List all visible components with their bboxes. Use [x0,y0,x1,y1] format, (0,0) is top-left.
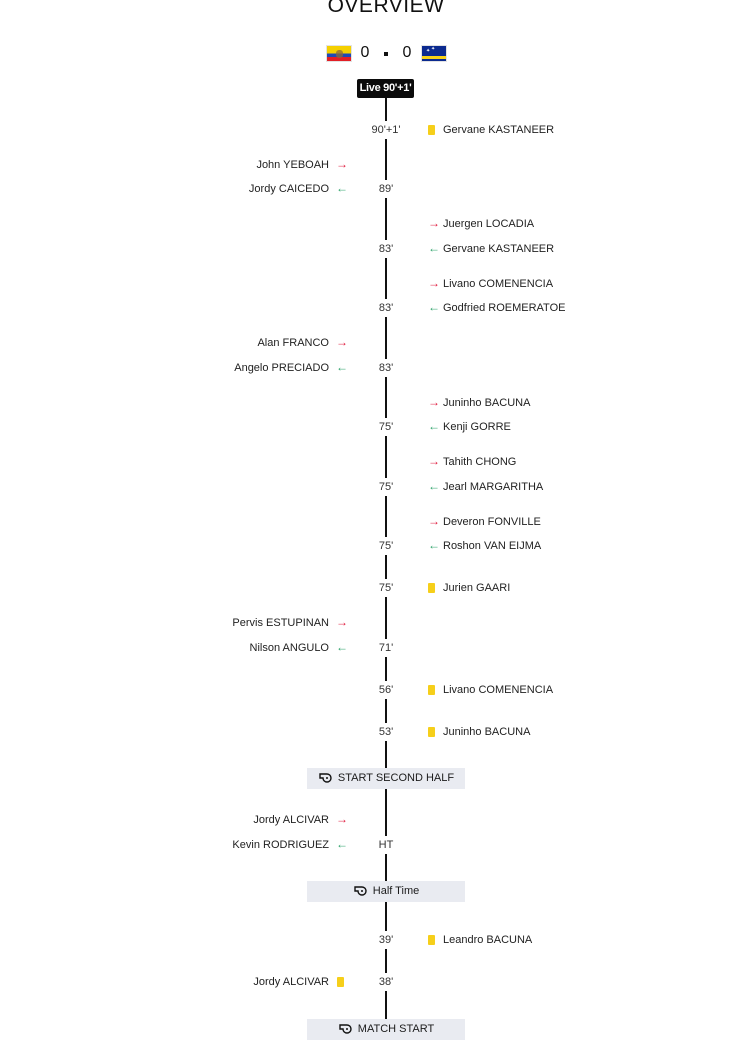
period-label: MATCH START [357,1023,435,1035]
arrow-left-icon: ← [336,360,348,374]
event-player: Juninho BACUNA [443,726,531,738]
event-minute: 39' [366,931,406,949]
sub-in-player: Tahith CHONG [443,456,517,468]
ecuador-flag-icon [326,45,352,62]
sub-in-player: Juninho BACUNA [443,397,531,409]
timeline-line [385,902,387,1019]
sub-in-player: Deveron FONVILLE [443,516,541,528]
sub-in-player: Livano COMENENCIA [443,278,554,290]
arrow-right-icon: → [428,514,440,528]
arrow-left-icon: ← [428,419,440,433]
sub-out-player: Kevin RODRIGUEZ [232,839,329,851]
yellow-card-icon [428,727,435,737]
arrow-right-icon: → [336,812,348,826]
sub-out-player: Angelo PRECIADO [234,362,329,374]
sub-out-player: Kenji GORRE [443,421,511,433]
event-minute: 71' [366,639,406,657]
yellow-card-icon [428,935,435,945]
arrow-left-icon: ← [428,479,440,493]
sub-in-player: Jordy ALCIVAR [253,814,329,826]
sub-in-player: John YEBOAH [256,159,329,171]
event-minute: 53' [366,723,406,741]
event-minute: 75' [366,579,406,597]
sub-in-player: Juergen LOCADIA [443,218,535,230]
event-minute: 83' [366,240,406,258]
arrow-left-icon: ← [336,181,348,195]
event-minute: 75' [366,478,406,496]
arrow-left-icon: ← [336,837,348,851]
arrow-right-icon: → [336,157,348,171]
arrow-right-icon: → [336,615,348,629]
event-minute: 83' [366,359,406,377]
arrow-right-icon: → [336,335,348,349]
event-player: Jordy ALCIVAR [253,976,329,988]
arrow-right-icon: → [428,395,440,409]
event-player: Livano COMENENCIA [443,684,554,696]
period-label: Half Time [372,885,420,897]
arrow-right-icon: → [428,216,440,230]
event-player: Jurien GAARI [443,582,511,594]
live-status-badge: Live 90'+1' [357,79,414,98]
period-match-start: MATCH START [307,1019,465,1040]
sub-out-player: Gervane KASTANEER [443,243,555,255]
event-minute: 38' [366,973,406,991]
arrow-left-icon: ← [428,241,440,255]
sub-in-player: Pervis ESTUPINAN [232,617,329,629]
page-title: OVERVIEW [327,0,445,17]
sub-out-player: Jordy CAICEDO [248,183,329,195]
scoreline: 0 0 ✦ ✦ [0,44,755,64]
score-separator [384,52,388,56]
arrow-left-icon: ← [428,538,440,552]
event-minute: 75' [366,537,406,555]
timeline-line [385,789,387,881]
yellow-card-icon [428,583,435,593]
whistle-icon [339,1024,352,1034]
yellow-card-icon [428,125,435,135]
period-label: START SECOND HALF [337,772,455,784]
arrow-right-icon: → [428,276,440,290]
event-minute: 90'+1' [366,121,406,139]
event-minute: 75' [366,418,406,436]
period-half-time: Half Time [307,881,465,902]
event-minute: 89' [366,180,406,198]
whistle-icon [319,773,332,783]
sub-out-player: Nilson ANGULO [249,642,329,654]
sub-out-player: Roshon VAN EIJMA [443,540,542,552]
curacao-flag-icon: ✦ ✦ [421,45,447,62]
yellow-card-icon [428,685,435,695]
home-score: 0 [360,44,370,61]
whistle-icon [354,886,367,896]
away-score: 0 [402,44,412,61]
period-start-second-half: START SECOND HALF [307,768,465,789]
sub-out-player: Jearl MARGARITHA [443,481,544,493]
yellow-card-icon [337,977,344,987]
event-minute: 83' [366,299,406,317]
sub-out-player: Godfried ROEMERATOE [443,302,566,314]
event-minute: 56' [366,681,406,699]
arrow-left-icon: ← [336,640,348,654]
event-player: Gervane KASTANEER [443,124,555,136]
sub-in-player: Alan FRANCO [257,337,329,349]
arrow-left-icon: ← [428,300,440,314]
arrow-right-icon: → [428,454,440,468]
event-minute: HT [366,836,406,854]
event-player: Leandro BACUNA [443,934,533,946]
